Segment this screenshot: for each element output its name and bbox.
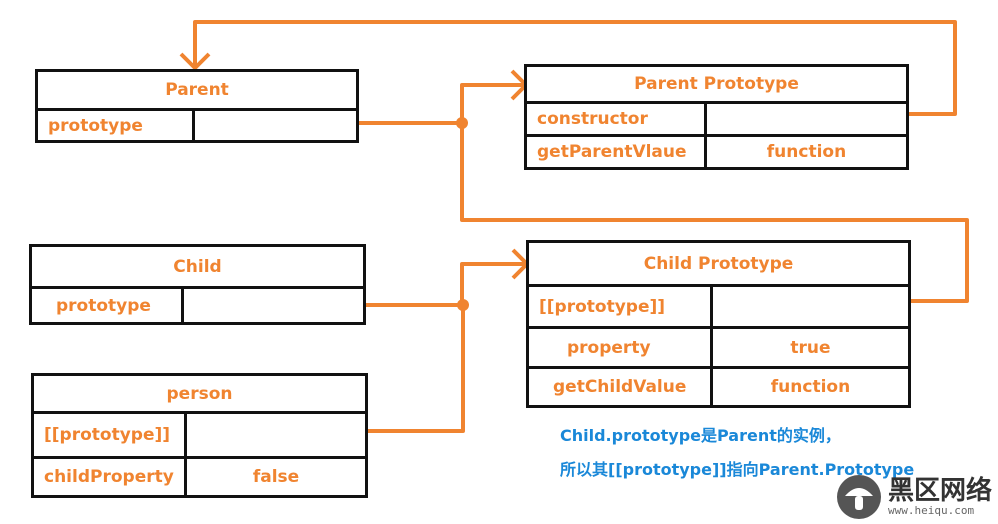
- watermark: 黑区网络 www.heiqu.com: [836, 474, 992, 520]
- row-value: [707, 104, 906, 134]
- parent-row-prototype: prototype: [38, 108, 356, 140]
- row-key: childProperty: [34, 459, 187, 495]
- row-key: getParentVlaue: [527, 137, 707, 167]
- row-value: false: [252, 467, 300, 487]
- person-row-prototype: [[prototype]]: [34, 411, 365, 456]
- arrow-parent-prototype: [272, 83, 525, 125]
- row-value: function: [766, 142, 847, 162]
- row-key: constructor: [527, 104, 707, 134]
- note-line-2: 所以其[[prototype]]指向Parent.Prototype: [560, 460, 915, 479]
- parent-prototype-title: Parent Prototype: [634, 74, 799, 94]
- row-key: getChildValue: [529, 369, 713, 405]
- row-value: function: [770, 377, 851, 397]
- child-prototype-row-getchildvalue: getChildValue function: [529, 366, 908, 405]
- child-prototype-row-prototype: [[prototype]]: [529, 284, 908, 326]
- row-value: [187, 414, 365, 456]
- arrow-childproto-to-parentproto: [460, 123, 969, 303]
- parent-title: Parent: [165, 80, 229, 100]
- row-key: [[prototype]]: [529, 287, 713, 326]
- person-row-childproperty: childProperty false: [34, 456, 365, 495]
- child-prototype-row-property: property true: [529, 326, 908, 366]
- row-value: [195, 111, 356, 140]
- watermark-logo-text: 黑区网络: [887, 475, 992, 506]
- row-key: prototype: [32, 289, 184, 322]
- child-prototype-box: Child Prototype [[prototype]] property t…: [526, 240, 911, 408]
- person-box: person [[prototype]] childProperty false: [31, 373, 368, 498]
- row-key: prototype: [38, 111, 195, 140]
- child-title: Child: [173, 256, 222, 277]
- child-box: Child prototype: [29, 244, 366, 325]
- row-value: true: [790, 337, 831, 358]
- person-title: person: [166, 383, 233, 404]
- row-value: [713, 287, 908, 326]
- parent-prototype-box: Parent Prototype constructor getParentVl…: [524, 64, 909, 170]
- row-key: property: [529, 329, 713, 366]
- child-prototype-title: Child Prototype: [643, 253, 794, 274]
- junction-bottom: [457, 299, 469, 311]
- row-value: [184, 289, 363, 322]
- note-line-1: Child.prototype是Parent的实例，: [560, 426, 841, 445]
- mushroom-logo-icon: [836, 475, 881, 519]
- child-row-prototype: prototype: [32, 286, 363, 322]
- parent-box: Parent prototype: [35, 69, 359, 143]
- arrowhead-parent: [179, 52, 211, 70]
- row-key: [[prototype]]: [34, 414, 187, 456]
- parent-prototype-row-constructor: constructor: [527, 101, 906, 134]
- parent-prototype-row-getparentvlaue: getParentVlaue function: [527, 134, 906, 167]
- junction-top: [456, 117, 468, 129]
- watermark-url: www.heiqu.com: [887, 503, 975, 517]
